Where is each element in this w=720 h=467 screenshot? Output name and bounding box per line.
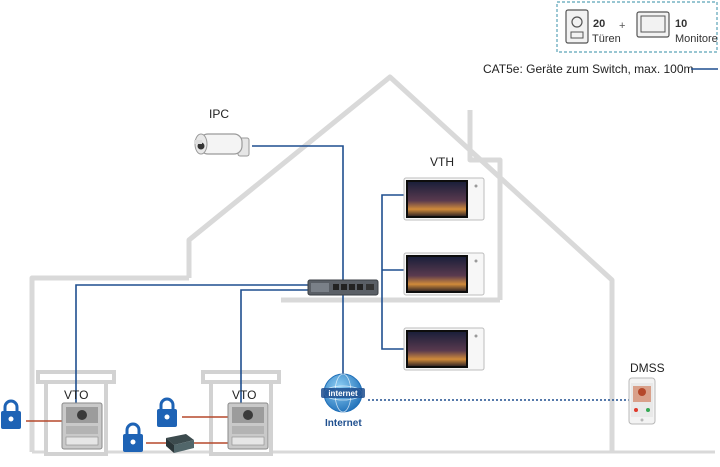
vth-monitor-2 <box>403 252 485 296</box>
vth-monitor-1 <box>403 177 485 221</box>
controller-icon <box>166 434 194 453</box>
network-cables <box>75 145 404 403</box>
monitor-icon <box>636 11 670 38</box>
door-station-icon <box>227 402 269 450</box>
house-outline <box>29 74 715 454</box>
ipc-label: IPC <box>209 107 229 121</box>
vth-monitor-3 <box>403 327 485 371</box>
doors-count: 20 <box>593 18 605 30</box>
internet-caption: Internet <box>325 418 362 429</box>
vto-left-label: VTO <box>64 388 88 402</box>
internet-globe-text: internet <box>328 389 358 398</box>
door-station-icon <box>565 9 589 44</box>
monitors-label: Monitore <box>675 33 718 45</box>
switch-icon <box>307 279 379 296</box>
doors-label: Türen <box>592 33 621 45</box>
lock-icon <box>1 399 21 429</box>
camera-icon <box>194 133 250 157</box>
lock-icon <box>157 397 177 427</box>
door-station-icon <box>61 402 103 450</box>
globe-icon: internet <box>321 373 365 413</box>
cable-note: CAT5e: Geräte zum Switch, max. 100m <box>483 62 694 76</box>
legend-box: 20 Türen + 10 Monitore <box>556 1 718 53</box>
dmss-label: DMSS <box>630 361 665 375</box>
monitors-count: 10 <box>675 18 687 30</box>
vto-right-label: VTO <box>232 388 256 402</box>
lock-cables <box>26 416 228 444</box>
legend-plus: + <box>619 20 625 32</box>
vth-label: VTH <box>430 155 454 169</box>
smartphone-icon <box>628 377 656 425</box>
lock-icon <box>123 422 143 452</box>
